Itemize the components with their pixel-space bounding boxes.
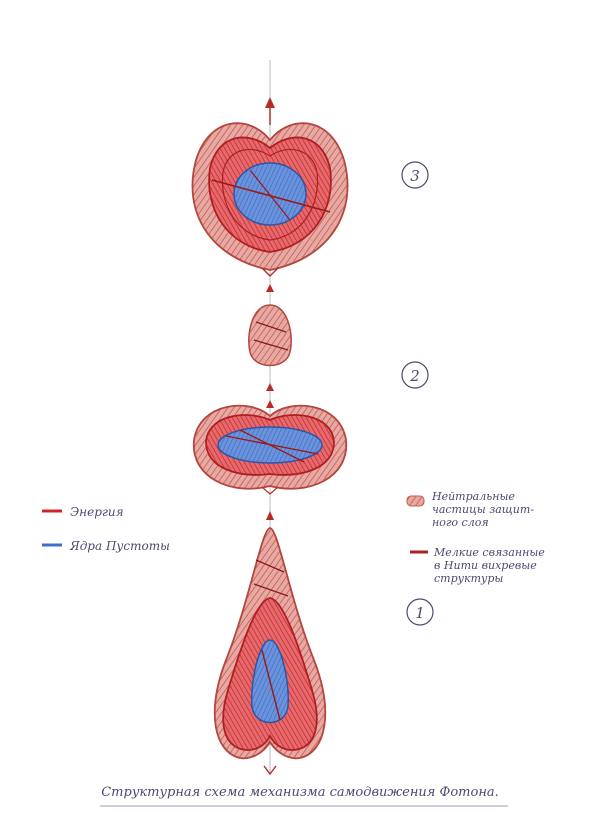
svg-text:2: 2 [409,367,420,385]
legend-void-cores: Ядра Пустоты [42,539,170,553]
svg-text:Нейтральные частицы защи: Нейтральные частицы защит- ного слоя [431,490,538,529]
legend-bound-vortex-structures: Мелкие связанные в Нити вихревые структу… [410,546,548,585]
svg-text:3: 3 [410,167,420,185]
photon-stage-1 [213,527,327,776]
stage-number-2: 2 [401,361,429,389]
legend-energy: Энергия [42,505,124,519]
photon-stage-2 [193,304,347,495]
neutral-particles-swatch [406,495,425,507]
stage-2-detached-particle [248,304,292,367]
legend-neutral-particles: Нейтральные частицы защит- ного слоя [406,490,538,529]
stage-number-1: 1 [406,598,434,626]
svg-text:Мелкие связанные в Нити: Мелкие связанные в Нити вихревые структу… [433,546,548,585]
photon-stage-3 [191,97,349,277]
svg-text:Ядра Пустоты: Ядра Пустоты [69,539,170,553]
svg-text:1: 1 [415,604,425,622]
svg-text:Энергия: Энергия [70,505,124,519]
stage-number-3: 3 [401,161,429,189]
stage-3-void-core [233,162,307,226]
diagram-caption: Структурная схема механизма самодвижения… [101,785,499,800]
